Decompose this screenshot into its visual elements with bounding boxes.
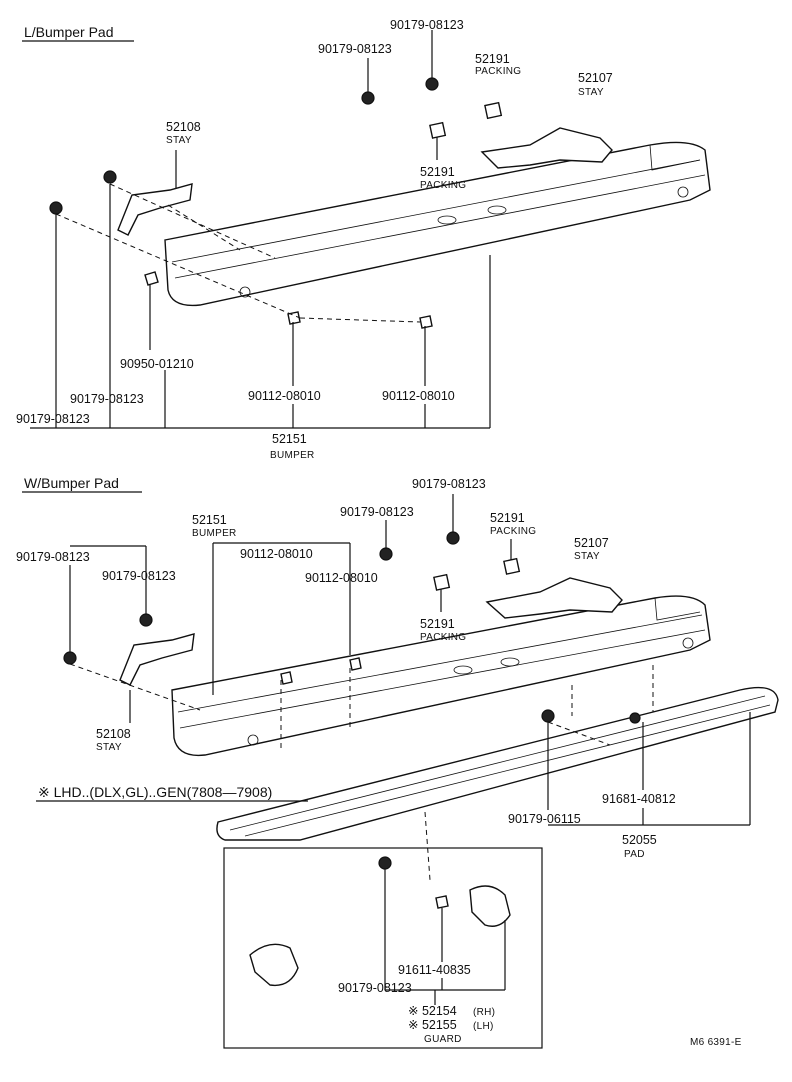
label-stay-number: 52107 bbox=[574, 536, 609, 550]
label-stay-name: STAY bbox=[96, 742, 122, 753]
bolt-icon bbox=[280, 671, 293, 685]
nut-icon bbox=[378, 856, 392, 870]
guard-icon bbox=[469, 885, 511, 927]
stay-bracket-icon bbox=[117, 183, 193, 236]
label-packing-name: PACKING bbox=[420, 180, 466, 191]
label-stay-number: 52108 bbox=[166, 120, 201, 134]
label-nut: 90179-08123 bbox=[70, 392, 144, 406]
nut-icon bbox=[629, 712, 641, 724]
packing-icon bbox=[503, 557, 521, 575]
label-bolt: 90112-08010 bbox=[240, 547, 313, 561]
label-nut: 90179-08123 bbox=[340, 505, 414, 519]
packing-icon bbox=[433, 573, 451, 591]
label-nut: 90179-08123 bbox=[16, 412, 90, 426]
inset-parts bbox=[249, 856, 511, 1005]
bolt-icon bbox=[144, 271, 159, 286]
label-bolt: 90112-08010 bbox=[382, 389, 455, 403]
label-bumper-name: BUMPER bbox=[192, 528, 237, 539]
label-clip: 91681-40812 bbox=[602, 792, 676, 806]
label-stay-name: STAY bbox=[574, 551, 600, 562]
label-nut: 90179-08123 bbox=[338, 981, 412, 995]
label-bolt: 90950-01210 bbox=[120, 357, 194, 371]
nut-icon bbox=[541, 709, 555, 723]
label-guard-lh: ※ 52155 bbox=[408, 1018, 457, 1032]
label-guard-name: GUARD bbox=[424, 1034, 462, 1045]
leader-lines-bottom bbox=[69, 494, 751, 826]
section-title-with-pad: W/Bumper Pad bbox=[24, 475, 119, 491]
label-nut: 90179-06115 bbox=[508, 812, 581, 826]
label-pad-name: PAD bbox=[624, 849, 645, 860]
label-nut: 90179-08123 bbox=[390, 18, 464, 32]
nut-icon bbox=[446, 531, 460, 545]
label-packing-number: 52191 bbox=[475, 52, 510, 66]
stay-bracket-icon bbox=[485, 577, 623, 619]
label-stay-number: 52107 bbox=[578, 71, 613, 85]
label-bumper-number: 52151 bbox=[192, 513, 227, 527]
packing-icon bbox=[429, 121, 447, 139]
label-packing-name: PACKING bbox=[420, 632, 466, 643]
label-bolt: 90112-08010 bbox=[248, 389, 321, 403]
bolt-icon bbox=[419, 315, 433, 329]
label-bumper-number: 52151 bbox=[272, 432, 307, 446]
label-packing-number: 52191 bbox=[490, 511, 525, 525]
label-packing-number: 52191 bbox=[420, 165, 455, 179]
bumper-top bbox=[164, 141, 711, 307]
label-stay-number: 52108 bbox=[96, 727, 131, 741]
bumper-pad bbox=[216, 686, 779, 841]
nut-icon bbox=[49, 77, 439, 215]
label-packing-number: 52191 bbox=[420, 617, 455, 631]
bolt-icon bbox=[435, 895, 449, 909]
stay-bracket-icon bbox=[119, 633, 195, 686]
label-guard-rh-tag: (RH) bbox=[473, 1007, 495, 1018]
label-nut: 90179-08123 bbox=[102, 569, 176, 583]
label-pad-number: 52055 bbox=[622, 833, 657, 847]
dashed-guides-top bbox=[55, 183, 421, 323]
bolt-icon bbox=[287, 311, 301, 325]
nut-icon bbox=[139, 613, 153, 627]
label-nut: 90179-08123 bbox=[16, 550, 90, 564]
inset-note: ※ LHD..(DLX,GL)..GEN(7808—7908) bbox=[38, 784, 272, 800]
bumper-bottom bbox=[171, 595, 711, 757]
figure-code: M6 6391-E bbox=[690, 1037, 742, 1048]
leader-lines-top bbox=[30, 30, 491, 429]
packing-icon bbox=[484, 101, 503, 120]
label-guard-rh: ※ 52154 bbox=[408, 1004, 457, 1018]
section-title-without-pad: L/Bumper Pad bbox=[24, 24, 114, 40]
label-stay-name: STAY bbox=[166, 135, 192, 146]
label-nut: 90179-08123 bbox=[318, 42, 392, 56]
nut-icon bbox=[63, 651, 77, 665]
bolt-icon bbox=[349, 657, 362, 671]
dashed-guides-bottom bbox=[69, 663, 654, 881]
inset-box bbox=[223, 847, 543, 1049]
label-bumper-name: BUMPER bbox=[270, 450, 315, 461]
label-packing-name: PACKING bbox=[475, 66, 521, 77]
stay-bracket-icon bbox=[480, 127, 613, 169]
label-nut: 90179-08123 bbox=[412, 477, 486, 491]
label-packing-name: PACKING bbox=[490, 526, 536, 537]
guard-icon bbox=[249, 943, 299, 987]
label-bolt: 90112-08010 bbox=[305, 571, 378, 585]
nut-icon bbox=[379, 547, 393, 561]
label-guard-lh-tag: (LH) bbox=[473, 1021, 494, 1032]
label-stay-name: STAY bbox=[578, 87, 604, 98]
label-bolt: 91611-40835 bbox=[398, 963, 471, 977]
